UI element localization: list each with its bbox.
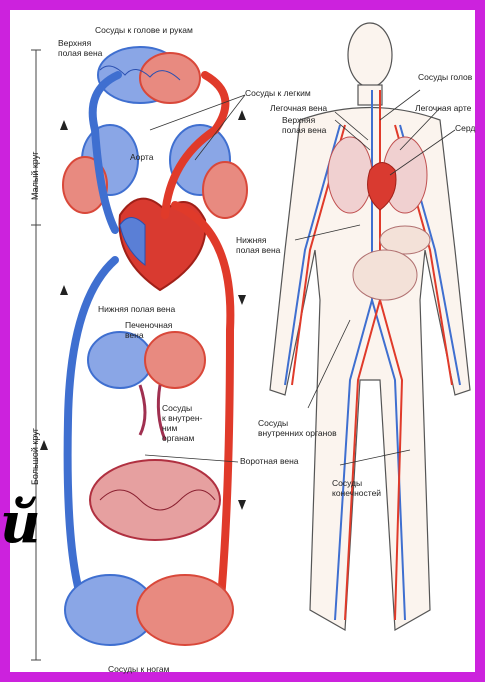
intestine-capillary-bed	[90, 460, 220, 540]
label-limb-vessels: Сосуды конечностей	[332, 478, 381, 498]
label-superior-vena-cava: Верхняя полая вена	[58, 38, 102, 58]
label-body-internal-organs: Сосуды внутренних органов	[258, 418, 337, 438]
label-heart: Серд	[455, 123, 475, 133]
label-internal-organs-vessels: Сосуды к внутрен- ним органам	[162, 403, 202, 443]
label-top-vessels: Сосуды к голове и рукам	[95, 25, 193, 35]
label-aorta: Аорта	[130, 152, 153, 162]
label-lung-vessels: Сосуды к легким	[245, 88, 311, 98]
label-body-inferior-vena-cava: Нижняя полая вена	[236, 235, 280, 255]
stray-letter: й	[0, 495, 41, 551]
label-hepatic-vein: Печеночная вена	[125, 320, 172, 340]
label-inferior-vena-cava: Нижняя полая вена	[98, 304, 175, 314]
label-portal-vein: Воротная вена	[240, 456, 299, 466]
label-pulmonary-artery: Легочная арте	[415, 103, 471, 113]
label-body-superior-vena-cava: Верхняя полая вена	[282, 115, 326, 135]
leg-capillary-bed	[65, 575, 233, 645]
label-small-circle: Малый круг	[30, 152, 40, 200]
label-big-circle: Большой круг	[30, 428, 40, 485]
label-pulmonary-vein: Легочная вена	[270, 103, 327, 113]
label-head-vessels: Сосуды голов	[418, 72, 472, 82]
label-leg-vessels: Сосуды к ногам	[108, 664, 170, 674]
circle-bracket	[31, 50, 41, 660]
